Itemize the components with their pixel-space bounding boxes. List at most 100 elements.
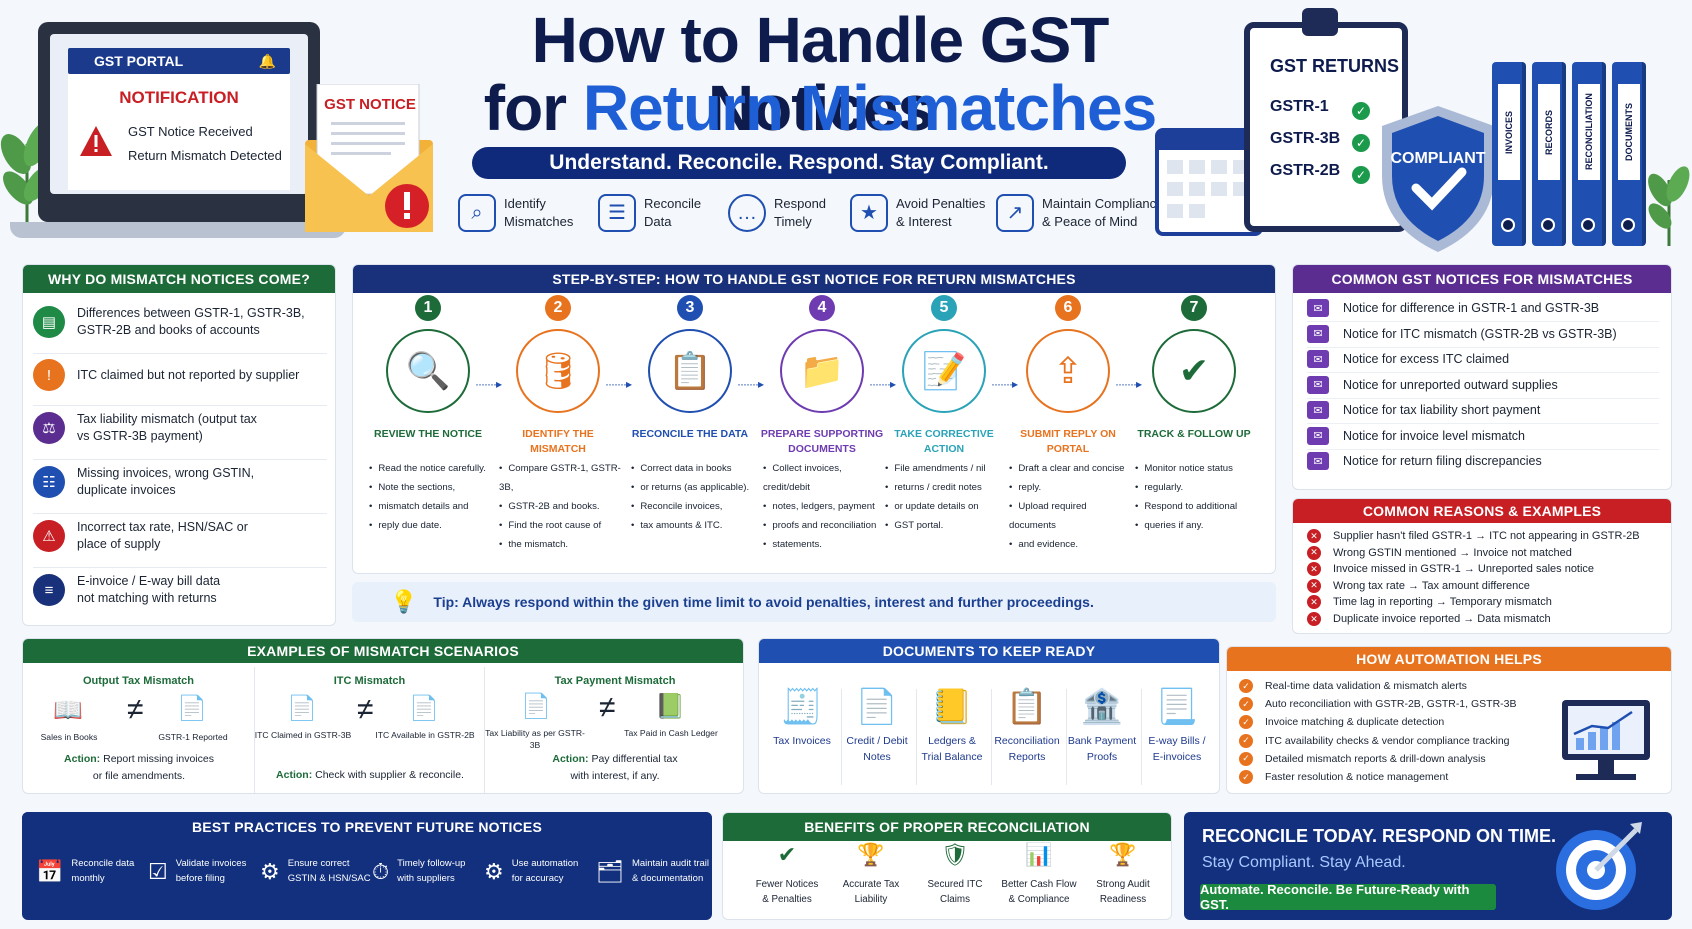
step-arrow-icon: ·······▸ (1115, 377, 1142, 391)
why-item: ▤Differences between GSTR-1, GSTR-3B,GST… (33, 305, 327, 339)
step-point: regularly. (1135, 478, 1259, 497)
practice-icon: ☑ (148, 858, 168, 884)
page-title-line1: How to Handle GST Notices (531, 4, 1110, 144)
practice-icon: ⏱ (372, 858, 390, 884)
reason-item: ✕ Supplier hasn't filed GSTR-1 → ITC not … (1307, 529, 1640, 543)
document-label-line: Ledgers & (928, 735, 976, 747)
best-practices-heading: BEST PRACTICES TO PREVENT FUTURE NOTICES (22, 812, 712, 842)
divider (33, 567, 327, 568)
report-doc-icon: 📄 (409, 694, 439, 722)
open-book-icon: 📖 (53, 696, 83, 724)
why-text: vs GSTR-3B payment) (77, 429, 203, 443)
x-circle-icon: ✕ (1307, 529, 1321, 543)
notice-text: Notice for difference in GSTR-1 and GSTR… (1343, 301, 1600, 315)
binder-label: RECORDS (1538, 84, 1560, 180)
why-text: E-invoice / E-way bill data (77, 574, 221, 588)
step-points: Correct data in booksor returns (as appl… (625, 459, 755, 535)
step-number-badge: 3 (677, 295, 703, 321)
step-point: Read the notice carefully. (369, 459, 493, 478)
benefit-icon: 🛡 (941, 842, 969, 867)
reason-text: Time lag in reporting → Temporary mismat… (1333, 596, 1552, 609)
divider (33, 513, 327, 514)
reconcile-doc-icon: ☰ (598, 194, 636, 232)
goal-label: Data (644, 214, 672, 229)
step-card: 5📝TAKE CORRECTIVE ACTIONFile amendments … (879, 295, 1009, 535)
binder-ring (1541, 218, 1555, 232)
divider (991, 689, 992, 785)
cta-subline: Stay Compliant. Stay Ahead. (1202, 854, 1406, 871)
reasons-panel: COMMON REASONS & EXAMPLES ✕Supplier hasn… (1292, 498, 1672, 634)
step-title: RECONCILE THE DATA (631, 428, 749, 440)
benefit-icon: 🏆 (857, 842, 885, 867)
portal-label: GST PORTAL (94, 53, 184, 69)
action-text: with interest, if any. (570, 770, 660, 782)
notice-text: Notice for tax liability short payment (1343, 403, 1541, 417)
step-point: reply due date. (369, 516, 493, 535)
step-number-badge: 1 (415, 295, 441, 321)
automation-text: Real-time data validation & mismatch ale… (1265, 680, 1467, 692)
divider (1307, 397, 1659, 399)
scale-icon: ⚖ (33, 412, 65, 444)
example-right-label: GSTR-1 Reported (158, 732, 228, 742)
tagline-banner: Understand. Reconcile. Respond. Stay Com… (472, 147, 1126, 179)
action-label: Action: (552, 753, 589, 765)
step-title: TAKE CORRECTIVE ACTION (894, 428, 994, 455)
page-title-line2: for Return Mismatches (440, 74, 1200, 142)
envelope-icon: ✉ (1307, 299, 1329, 317)
cta-button[interactable]: Automate. Reconcile. Be Future-Ready wit… (1200, 882, 1496, 912)
practice-line: & documentation (631, 873, 704, 884)
goal-label: & Peace of Mind (1042, 214, 1138, 229)
step-points: Draft a clear and concisereply.Upload re… (1003, 459, 1133, 554)
divider (841, 689, 842, 785)
practice-line: Validate invoices (175, 858, 247, 869)
envelope-icon: ✉ (1307, 401, 1329, 419)
clipboard-item: GSTR-1 (1270, 98, 1329, 115)
step-point: Upload required documents (1009, 497, 1133, 535)
step-title: TRACK & FOLLOW UP (1137, 428, 1251, 440)
compliant-shield-icon (1378, 104, 1498, 254)
document-label-line: Reconciliation (994, 735, 1060, 747)
binder-label: INVOICES (1498, 84, 1520, 180)
step-point: returns / credit notes (885, 478, 1009, 497)
divider (1307, 346, 1659, 348)
document-icon: 📒 (930, 688, 974, 726)
notice-text: Notice for invoice level mismatch (1343, 428, 1526, 443)
document-icon: 📋 (1005, 688, 1049, 726)
step-card: 2🛢IDENTIFY THE MISMATCHCompare GSTR-1, G… (493, 295, 623, 554)
document-item: 📃E-way Bills /E-invoices (1140, 687, 1214, 765)
step-icon: 🔍 (386, 329, 470, 413)
benefit-line: Claims (940, 894, 970, 905)
benefit-line: Liability (854, 894, 888, 905)
goal-label: Identify (504, 196, 546, 211)
envelope-label: GST NOTICE (324, 96, 416, 113)
document-label-line: Reports (1008, 751, 1046, 763)
tip-text: Tip: Always respond within the given tim… (433, 594, 1094, 610)
notice-item: ✉Notice for ITC mismatch (GSTR-2B vs GST… (1307, 324, 1617, 343)
check-icon: ✓ (1352, 102, 1370, 120)
step-number-badge: 6 (1055, 295, 1081, 321)
example-title: ITC Mismatch (333, 675, 406, 687)
report-doc-icon: 📄 (521, 692, 551, 720)
binder-ring (1581, 218, 1595, 232)
goal-label: Timely (774, 214, 812, 229)
divider (1307, 448, 1659, 450)
check-circle-icon: ✓ (1239, 733, 1253, 748)
x-circle-icon: ✕ (1307, 578, 1321, 593)
action-label: Action: (64, 753, 101, 765)
automation-text: Invoice matching & duplicate detection (1265, 716, 1445, 729)
reason-text: Supplier hasn't filed GSTR-1 → ITC not a… (1333, 530, 1640, 542)
step-arrow-icon: ·······▸ (869, 377, 896, 391)
step-icon: 📁 (780, 329, 864, 413)
clipboard-item: GSTR-2B (1270, 162, 1341, 179)
steps-heading: STEP-BY-STEP: HOW TO HANDLE GST NOTICE F… (353, 265, 1275, 293)
